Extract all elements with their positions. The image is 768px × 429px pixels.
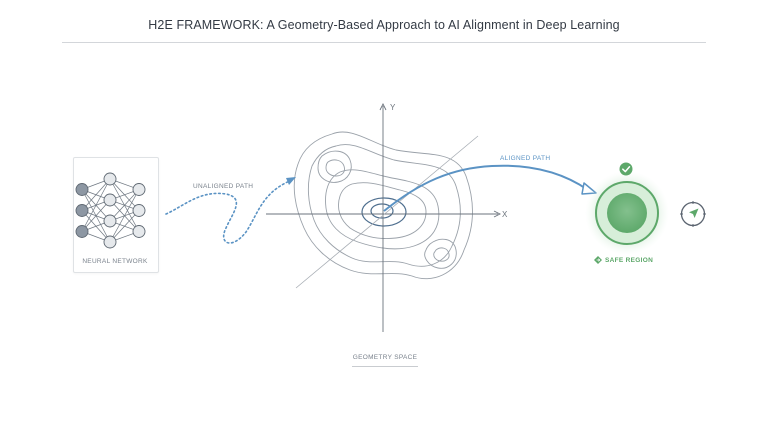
- contour-2: [307, 144, 461, 267]
- title-divider: [62, 42, 706, 43]
- axes: [266, 102, 502, 332]
- contour-core-inner: [370, 203, 394, 219]
- navigation-compass-icon: [680, 201, 706, 227]
- unaligned-path-label: UNALIGNED PATH: [193, 183, 254, 190]
- contour-outer: [293, 131, 474, 280]
- neural-network-edge: [109, 210, 140, 243]
- diagonal-axis-line: [295, 135, 479, 289]
- page-title: H2E FRAMEWORK: A Geometry-Based Approach…: [148, 18, 620, 32]
- neural-network-node: [132, 204, 146, 217]
- aligned-path-label: ALIGNED PATH: [500, 155, 551, 162]
- diamond-arrow-icon: [594, 256, 602, 264]
- unaligned-path-line: [165, 179, 293, 244]
- contour-lines: [293, 131, 474, 280]
- unaligned-path-arrowhead: [286, 177, 296, 185]
- geometry-space-underline: [352, 366, 418, 367]
- neural-network-nodes: [75, 172, 146, 249]
- contour-sub-bottomright-inner: [433, 247, 450, 262]
- neural-network-edge: [109, 189, 140, 243]
- neural-network-node: [75, 204, 89, 217]
- x-axis-arrow: [493, 210, 502, 218]
- contour-sub-topleft: [317, 150, 352, 183]
- contour-sub-bottomright: [424, 238, 457, 269]
- safe-region-label: SAFE REGION: [605, 257, 654, 264]
- neural-network-node: [103, 172, 117, 186]
- neural-network-card: [73, 157, 159, 273]
- check-circle-icon: [619, 162, 633, 176]
- y-axis-arrow: [379, 102, 387, 111]
- neural-network-edge: [81, 178, 111, 211]
- neural-network-node: [103, 235, 117, 249]
- aligned-path-line: [383, 164, 589, 212]
- neural-network-edge: [109, 189, 140, 222]
- y-axis-label: Y: [390, 103, 396, 112]
- contour-core: [361, 197, 407, 227]
- neural-network-edge: [81, 199, 111, 232]
- neural-network-node: [75, 183, 89, 196]
- neural-network-node: [103, 214, 117, 228]
- geometry-space-label: GEOMETRY SPACE: [352, 354, 418, 361]
- contour-core-outer: [361, 197, 407, 227]
- neural-network-label: NEURAL NETWORK: [82, 258, 148, 265]
- safe-region-core: [607, 193, 647, 233]
- neural-network-node: [75, 225, 89, 238]
- neural-network-node: [103, 193, 117, 207]
- contour-3: [325, 169, 440, 250]
- neural-network-edge: [81, 178, 111, 232]
- neural-network-node: [132, 225, 146, 238]
- contour-4: [338, 182, 427, 239]
- contour-sub-topleft-inner: [325, 159, 345, 177]
- x-axis-label: X: [502, 210, 508, 219]
- neural-network-node: [132, 183, 146, 196]
